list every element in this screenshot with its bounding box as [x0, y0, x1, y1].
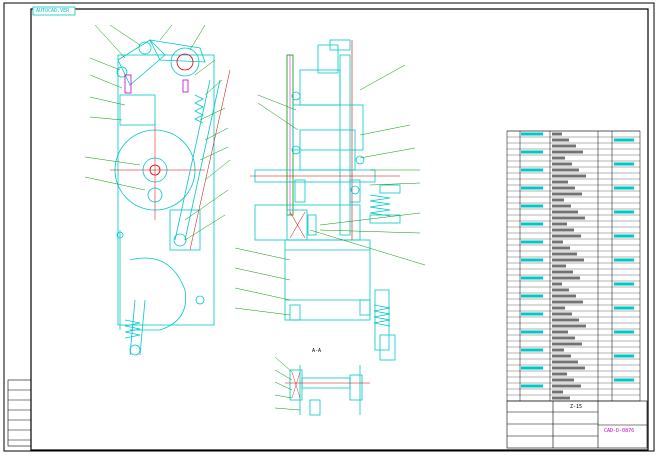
inner-frame	[30, 8, 649, 451]
parts-row-text	[552, 396, 570, 400]
parts-row-code	[521, 312, 543, 316]
parts-row-code	[521, 294, 543, 298]
parts-row-text	[552, 324, 586, 328]
parts-row-text	[552, 180, 568, 184]
title-tag: AUTOCAD.VER	[36, 8, 70, 14]
parts-row-text	[552, 138, 569, 142]
parts-row-code	[521, 258, 543, 262]
parts-row-text	[552, 312, 572, 316]
parts-row-text	[552, 162, 572, 166]
parts-row-spec	[614, 306, 634, 310]
parts-row-spec	[614, 138, 634, 142]
parts-row-code	[521, 366, 543, 370]
left-leaders	[84, 24, 231, 241]
middle-view	[250, 39, 401, 361]
section-label: A-A	[312, 348, 322, 354]
parts-row-text	[552, 342, 582, 346]
parts-list-rows	[507, 130, 640, 400]
parts-row-text	[552, 228, 574, 232]
parts-row-text	[552, 216, 585, 220]
outer-border	[3, 2, 655, 452]
parts-row-text	[552, 174, 586, 178]
parts-row-text	[552, 246, 570, 250]
parts-row-text	[552, 348, 564, 352]
parts-row-text	[552, 354, 571, 358]
parts-row-text	[552, 192, 582, 196]
parts-row-text	[552, 258, 584, 262]
parts-row-text	[552, 234, 581, 238]
parts-row-text	[552, 378, 574, 382]
parts-row-text	[552, 384, 581, 388]
parts-row-text	[552, 330, 568, 334]
parts-row-text	[552, 300, 583, 304]
parts-row-text	[552, 318, 579, 322]
parts-row-text	[552, 288, 569, 292]
parts-row-code	[521, 276, 543, 280]
parts-row-code	[521, 132, 543, 136]
parts-row-spec	[614, 186, 634, 190]
parts-row-spec	[614, 330, 634, 334]
parts-row-text	[552, 360, 578, 364]
parts-row-text	[552, 390, 563, 394]
parts-row-spec	[614, 162, 634, 166]
parts-row-spec	[614, 378, 634, 382]
parts-row-spec	[614, 282, 634, 286]
parts-row-code	[521, 330, 543, 334]
revision-strip	[7, 379, 32, 447]
parts-row-text	[552, 264, 566, 268]
parts-row-text	[552, 372, 567, 376]
parts-row-code	[521, 168, 543, 172]
parts-row-code	[521, 150, 543, 154]
left-view-mechanism	[110, 39, 231, 356]
parts-row-text	[552, 282, 562, 286]
parts-row-code	[521, 240, 543, 244]
parts-row-text	[552, 210, 578, 214]
parts-row-spec	[614, 258, 634, 262]
title-block-stamp: CAD-D-0876	[604, 428, 635, 434]
parts-row-spec	[614, 354, 634, 358]
parts-row-code	[521, 384, 543, 388]
parts-row-text	[552, 306, 565, 310]
parts-row-text	[552, 270, 573, 274]
parts-row-text	[552, 168, 579, 172]
parts-row-text	[552, 276, 580, 280]
title-block	[506, 400, 648, 449]
parts-row-text	[552, 132, 562, 136]
parts-row-text	[552, 156, 565, 160]
section-leaders	[274, 356, 301, 411]
title-tag-box	[32, 6, 76, 16]
parts-row-text	[552, 198, 564, 202]
parts-row-text	[552, 336, 575, 340]
parts-row-code	[521, 348, 543, 352]
parts-row-text	[552, 252, 577, 256]
parts-row-text	[552, 222, 567, 226]
parts-row-text	[552, 366, 585, 370]
parts-row-code	[521, 186, 543, 190]
parts-row-text	[552, 186, 575, 190]
parts-row-text	[552, 150, 583, 154]
drawing-name: Z-15	[570, 404, 583, 410]
parts-row-spec	[614, 234, 634, 238]
parts-row-text	[552, 294, 576, 298]
section-aa-view	[285, 365, 370, 416]
parts-row-code	[521, 204, 543, 208]
parts-row-spec	[614, 210, 634, 214]
parts-row-text	[552, 144, 576, 148]
parts-row-text	[552, 204, 571, 208]
parts-row-code	[521, 222, 543, 226]
middle-leaders	[234, 64, 426, 316]
parts-row-text	[552, 240, 563, 244]
